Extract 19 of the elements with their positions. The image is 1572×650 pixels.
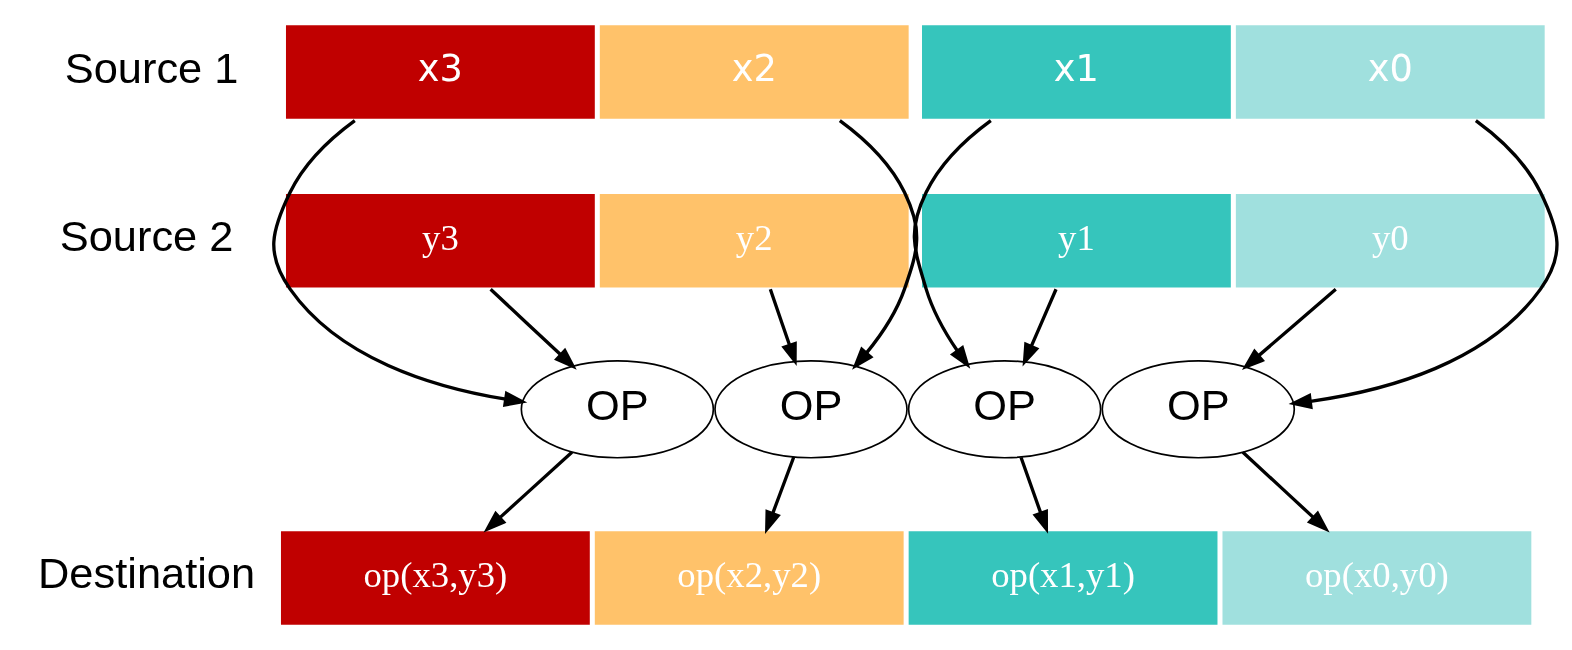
arrow — [1022, 288, 1058, 367]
arrow — [768, 288, 797, 366]
label: Source 1 — [64, 43, 239, 92]
arrow — [838, 119, 919, 370]
node-ellipse: OP — [520, 360, 715, 459]
arrow — [272, 119, 528, 408]
arrow — [1019, 456, 1049, 534]
arrow — [765, 456, 796, 535]
label: Destination — [38, 549, 256, 598]
arrow — [1241, 288, 1337, 371]
arrow — [1288, 119, 1559, 410]
arrow — [912, 119, 992, 369]
arrow — [483, 451, 574, 533]
arrow — [489, 288, 577, 370]
node-ellipse: OP — [714, 360, 908, 459]
node-ellipse: OP — [1101, 360, 1296, 459]
label: Source 2 — [59, 212, 234, 261]
arrow — [1241, 451, 1330, 533]
node-ellipse: OP — [907, 360, 1102, 459]
